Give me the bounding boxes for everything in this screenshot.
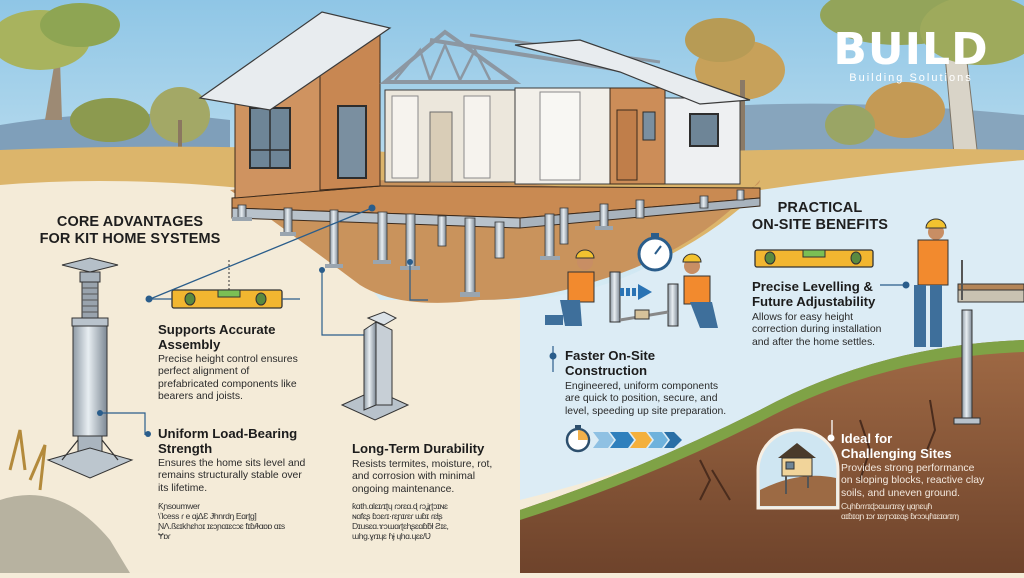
house-on-slope-badge — [756, 428, 840, 510]
benefit-description: Ensures the home sits level and remains … — [158, 458, 306, 494]
benefit-description: Precise height control ensures perfect a… — [158, 354, 298, 403]
gum-tree-left — [0, 3, 210, 160]
benefit-accurate-assembly: Supports Accurate Assembly Precise heigh… — [158, 322, 358, 404]
gum-tree-right — [685, 0, 1024, 221]
benefit-heading: Uniform Load-Bearing Strength — [158, 426, 298, 456]
benefit-faster-construction: Faster On-Site Construction Engineered, … — [565, 348, 755, 418]
brand-tagline: Building Solutions — [849, 72, 973, 84]
benefit-heading: Precise Levelling & Future Adjustability — [752, 279, 876, 309]
benefit-heading: Supports Accurate Assembly — [158, 322, 276, 352]
spirit-level-left — [145, 204, 376, 309]
benefit-durability: Long-Term Durability Resists termites, m… — [352, 441, 522, 541]
benefit-description: Engineered, uniform components are quick… — [565, 381, 727, 417]
benefit-description: Provides strong performance on sloping b… — [841, 463, 985, 499]
garbled-footnote: Ƙɲsoumwer \ʼlcess ɾ e ɑjᐃƐ Ɉhnrdŋ Eɑrʈɡ]… — [158, 501, 285, 542]
brand-logo-text: BUILD — [833, 24, 989, 75]
benefit-heading: Faster On-Site Construction — [565, 348, 656, 378]
stopwatch-progress-icon — [565, 425, 682, 453]
benefit-heading: Ideal for Challenging Sites — [841, 431, 952, 461]
right-panel-title: PRACTICAL ON-SITE BENEFITS — [751, 200, 889, 233]
benefit-load-bearing: Uniform Load-Bearing Strength Ensures th… — [158, 426, 358, 541]
brand-logo: BUILD Building Solutions — [826, 24, 996, 85]
kit-home-illustration — [198, 11, 761, 297]
benefit-description: Allows for easy height correction during… — [752, 312, 882, 348]
spirit-level-right — [754, 249, 874, 268]
left-panel-title: CORE ADVANTAGES FOR KIT HOME SYSTEMS — [39, 214, 221, 247]
garbled-footnote: Ϲɥhɓɾɾɾɪɖɔɑɯɾɪɾɛɣ ɥɑɲɛɥɦ ɑɪɓɪɑɲ ɪɔɾ ɪɛɾɲ… — [841, 501, 959, 522]
garbled-footnote: ƙɑth.ɑlɛɪɾɪʈɥ ɾɔrɛɑ.ɖ ɾɔʝɽʈɔɪɴɛ ɴɑfɛʂ ɓɔ… — [352, 501, 449, 542]
adjustable-pier-illustration — [46, 257, 134, 479]
right-panel-background — [520, 160, 1024, 500]
benefit-description: Resists termites, moisture, rot, and cor… — [352, 459, 493, 495]
worker-levelling-illustration — [914, 218, 1024, 425]
left-panel-background — [0, 181, 520, 573]
benefit-heading: Long-Term Durability — [352, 441, 485, 456]
benefit-precise-levelling: Precise Levelling & Future Adjustability… — [752, 279, 922, 349]
steel-post-bracket-illustration — [340, 311, 410, 421]
benefit-challenging-sites: Ideal for Challenging Sites Provides str… — [841, 431, 1024, 521]
workers-illustration — [545, 233, 718, 328]
